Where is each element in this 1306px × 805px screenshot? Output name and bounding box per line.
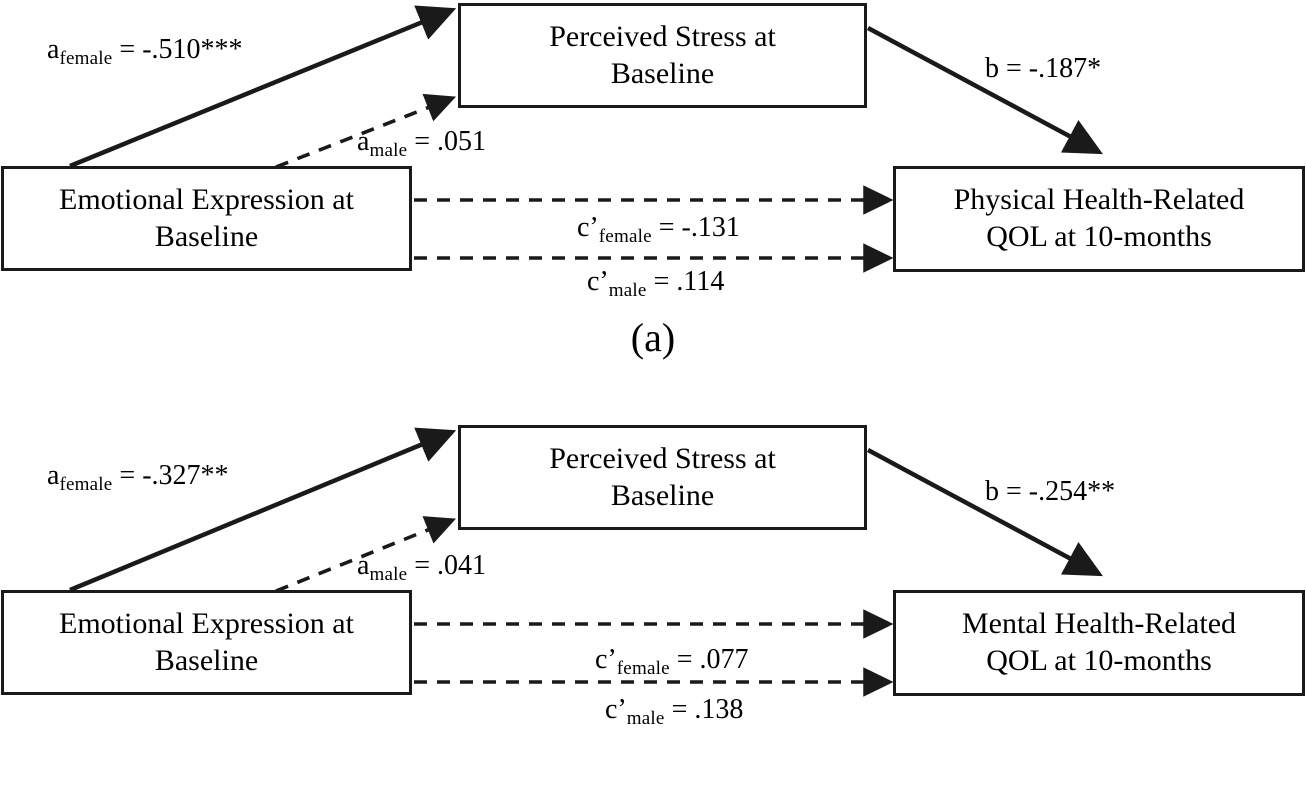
node-outcome: Mental Health-Related QOL at 10-months <box>893 590 1305 696</box>
node-outcome-label: Mental Health-Related QOL at 10-months <box>961 607 1237 677</box>
coef-value: .138 <box>694 694 744 725</box>
node-mediator: Perceived Stress at Baseline <box>458 3 867 108</box>
coef-subscript: male <box>369 563 408 585</box>
path-label-c-female: c’female = -.131 <box>577 212 740 246</box>
node-outcome-label: Physical Health-Related QOL at 10-months <box>953 183 1245 253</box>
coef-stars: ** <box>200 460 229 491</box>
coef-operator: = <box>653 266 670 297</box>
path-label-c-female: c’female = .077 <box>595 644 749 678</box>
coef-subscript: male <box>608 279 647 301</box>
node-predictor-label: Emotional Expression at Baseline <box>59 606 354 677</box>
path-label-a-male: amale = .051 <box>357 126 487 160</box>
coef-symbol: c’ <box>605 694 627 725</box>
coef-subscript: female <box>59 473 113 495</box>
coef-subscript: female <box>598 225 652 247</box>
node-predictor: Emotional Expression at Baseline <box>1 590 412 695</box>
path-b-arrow <box>866 26 1103 155</box>
panel-a-arrows <box>69 5 1103 273</box>
path-label-c-male: c’male = .114 <box>587 266 725 300</box>
path-a-female-arrow <box>69 427 457 593</box>
panel-b-arrows <box>69 427 1103 697</box>
path-b-arrow <box>866 448 1103 577</box>
coef-stars: ** <box>1087 476 1116 507</box>
coef-symbol: c’ <box>595 644 617 675</box>
coef-value: .077 <box>699 644 749 675</box>
path-label-a-male: amale = .041 <box>357 550 487 584</box>
coef-value: -.187 <box>1028 53 1088 84</box>
coef-value: -.131 <box>681 212 740 243</box>
panel-a-caption: (a) <box>630 315 676 360</box>
coef-stars: * <box>1087 53 1102 84</box>
coef-subscript: female <box>616 657 670 679</box>
coef-operator: = <box>1006 53 1022 84</box>
path-label-b: b = -.187* <box>985 55 1101 83</box>
node-mediator: Perceived Stress at Baseline <box>458 425 867 530</box>
coef-value: .041 <box>437 550 487 581</box>
coef-symbol: a <box>357 550 370 581</box>
coef-value: .114 <box>676 266 725 297</box>
path-a-male-arrow <box>275 93 457 169</box>
coef-symbol: a <box>357 126 370 157</box>
coef-operator: = <box>658 212 675 243</box>
coef-operator: = <box>119 460 136 491</box>
coef-subscript: male <box>626 707 665 729</box>
node-mediator-label: Perceived Stress at Baseline <box>549 441 776 512</box>
panel-a: Emotional Expression at Baseline Perceiv… <box>1 3 1305 360</box>
path-label-a-female: afemale = -.510*** <box>47 34 243 68</box>
node-mediator-label: Perceived Stress at Baseline <box>549 19 776 90</box>
coef-operator: = <box>671 694 688 725</box>
coef-operator: = <box>414 550 431 581</box>
path-a-female-arrow <box>69 5 457 169</box>
path-label-a-female: afemale = -.327** <box>47 460 229 494</box>
coef-subscript: female <box>59 47 113 69</box>
path-a-male-arrow <box>275 516 457 593</box>
coef-symbol: b <box>985 53 999 84</box>
coef-operator: = <box>414 126 431 157</box>
node-predictor: Emotional Expression at Baseline <box>1 166 412 271</box>
node-outcome: Physical Health-Related QOL at 10-months <box>893 166 1305 272</box>
coef-value: -.327 <box>142 460 201 491</box>
coef-operator: = <box>676 644 693 675</box>
coef-value: -.510 <box>142 34 201 65</box>
coef-symbol: b <box>985 476 999 507</box>
coef-symbol: a <box>47 460 60 491</box>
panel-b: Emotional Expression at Baseline Perceiv… <box>0 400 1306 805</box>
coef-operator: = <box>1006 476 1022 507</box>
coef-symbol: c’ <box>587 266 609 297</box>
coef-subscript: male <box>369 139 408 161</box>
path-label-c-male: c’male = .138 <box>605 694 744 728</box>
coef-symbol: c’ <box>577 212 599 243</box>
path-label-b: b = -.254** <box>985 478 1115 506</box>
coef-symbol: a <box>47 34 60 65</box>
coef-value: .051 <box>437 126 487 157</box>
coef-stars: *** <box>200 34 243 65</box>
node-predictor-label: Emotional Expression at Baseline <box>59 182 354 253</box>
coef-value: -.254 <box>1028 476 1088 507</box>
coef-operator: = <box>119 34 136 65</box>
